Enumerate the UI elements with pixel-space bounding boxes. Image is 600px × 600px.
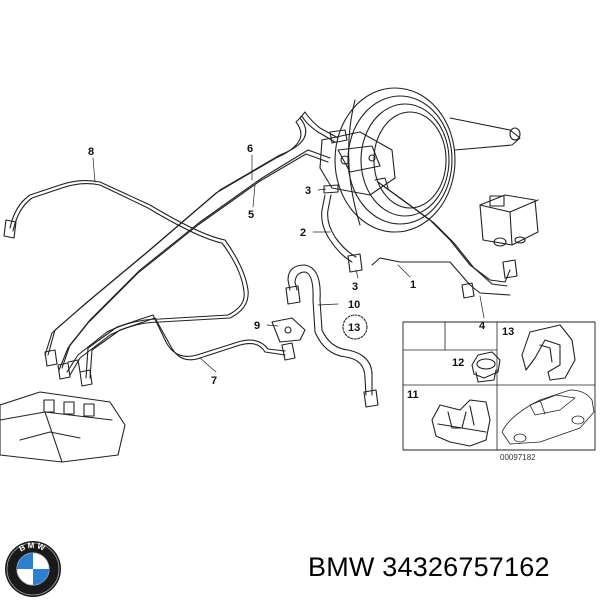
reference-number: 00097182 (500, 453, 536, 462)
callout-7: 7 (211, 375, 217, 387)
flex-hose-10 (287, 264, 373, 396)
brake-line-8-b (12, 182, 245, 373)
callout-2: 2 (300, 227, 306, 239)
abs-fittings (44, 349, 93, 387)
hose-end-top (285, 285, 301, 305)
callout-13-inset: 13 (502, 326, 514, 338)
fitting-4 (502, 259, 518, 279)
callout-13: 13 (348, 322, 360, 334)
fitting-top (329, 129, 348, 144)
fitting-7 (281, 342, 296, 361)
bracket-9-hole (284, 326, 292, 334)
brake-line-7-b (85, 314, 286, 379)
brake-line-6 (47, 111, 339, 356)
callout-10: 10 (348, 299, 360, 311)
abs-unit (0, 391, 126, 463)
brake-line-5-b (58, 153, 329, 371)
brake-line-6-b (44, 115, 336, 356)
hose-2 (321, 194, 353, 263)
holder-11 (431, 399, 491, 447)
grommet-12 (471, 351, 501, 383)
callout-3b: 3 (352, 281, 358, 293)
inset-box (402, 321, 596, 451)
callout-11: 11 (407, 389, 419, 401)
callout-13-circle (342, 314, 368, 340)
bmw-logo-letters: BMW (18, 541, 48, 554)
car-silhouette (501, 389, 595, 445)
callout-12: 12 (452, 357, 464, 369)
callout-4: 4 (479, 320, 486, 332)
brake-booster (334, 87, 521, 233)
clip-13-inner (539, 344, 553, 363)
callout-9: 9 (254, 320, 260, 332)
master-cylinder (319, 131, 396, 196)
fitting-4b (461, 282, 475, 299)
brake-line-8 (9, 179, 249, 376)
hose-2-b (327, 194, 357, 258)
flex-hose-10-b (294, 271, 367, 396)
brake-line-8-fitting (3, 219, 17, 239)
clip-13 (521, 324, 576, 381)
hose-end-bottom (363, 389, 379, 408)
callout-6: 6 (247, 143, 253, 155)
brake-line-4 (371, 257, 511, 296)
leader-lines (92, 154, 485, 373)
clip-3a (323, 184, 339, 194)
bracket-9 (271, 317, 306, 343)
callout-8: 8 (88, 146, 94, 158)
callout-5: 5 (248, 209, 254, 221)
callout-1: 1 (410, 279, 416, 291)
brake-line-1-b (381, 184, 508, 287)
callout-3a: 3 (305, 185, 311, 197)
bmw-logo: BMW (5, 541, 61, 597)
hose-2-end (347, 253, 363, 273)
hydraulic-reservoir (479, 194, 539, 247)
part-label: BMW 34326757162 (308, 552, 550, 582)
